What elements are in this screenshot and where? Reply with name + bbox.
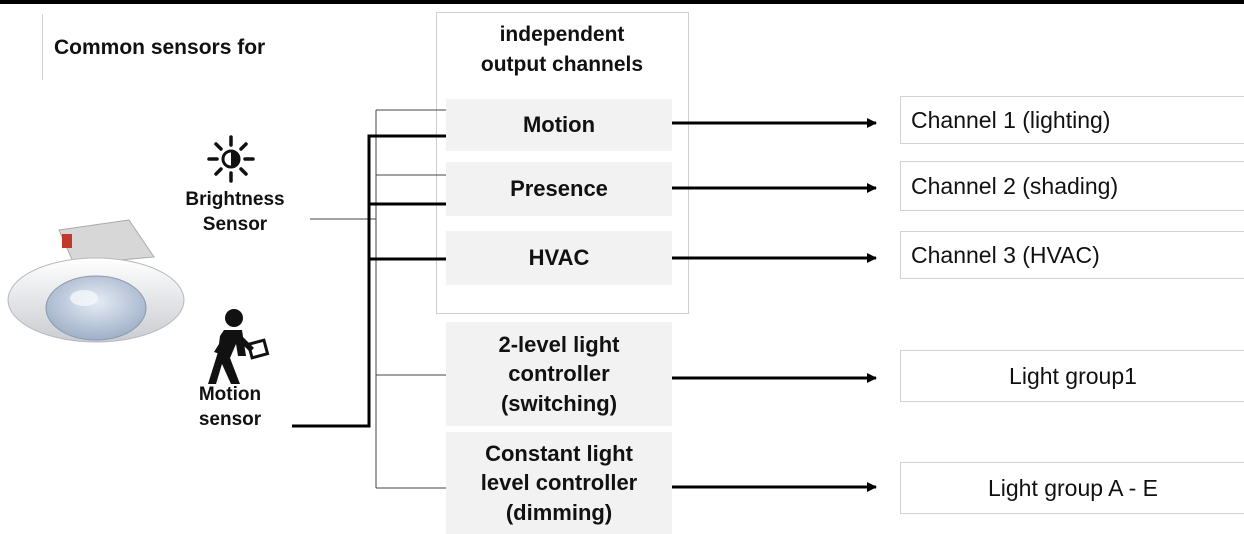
header-left-frame	[42, 14, 43, 80]
common-sensors-heading: Common sensors for	[54, 36, 266, 59]
motion-wires	[292, 134, 446, 428]
function-hvac: HVAC	[446, 231, 672, 285]
top-rule	[0, 0, 1244, 4]
brightness-sun-icon	[207, 135, 255, 183]
walking-person-icon	[208, 309, 270, 384]
function-two-level-light-controller: 2-level light controller (switching)	[446, 322, 672, 426]
output-channel1: Channel 1 (lighting)	[900, 96, 1244, 144]
ceiling-sensor-device-icon	[7, 219, 185, 343]
header-channels-frame	[436, 12, 689, 314]
output-channels-heading: independent output channels	[480, 23, 644, 76]
output-light-group1: Light group1	[900, 350, 1244, 402]
function-presence: Presence	[446, 162, 672, 216]
function-motion: Motion	[446, 99, 672, 151]
output-channel2: Channel 2 (shading)	[900, 161, 1244, 211]
motion-sensor-label: Motion sensor	[198, 384, 262, 430]
output-channel3: Channel 3 (HVAC)	[900, 231, 1244, 279]
brightness-sensor-label: Brightness Sensor	[185, 189, 285, 235]
function-constant-light-level-controller: Constant light level controller (dimming…	[446, 432, 672, 534]
output-light-group-a-e: Light group A - E	[900, 462, 1244, 514]
brightness-wires	[310, 109, 446, 489]
